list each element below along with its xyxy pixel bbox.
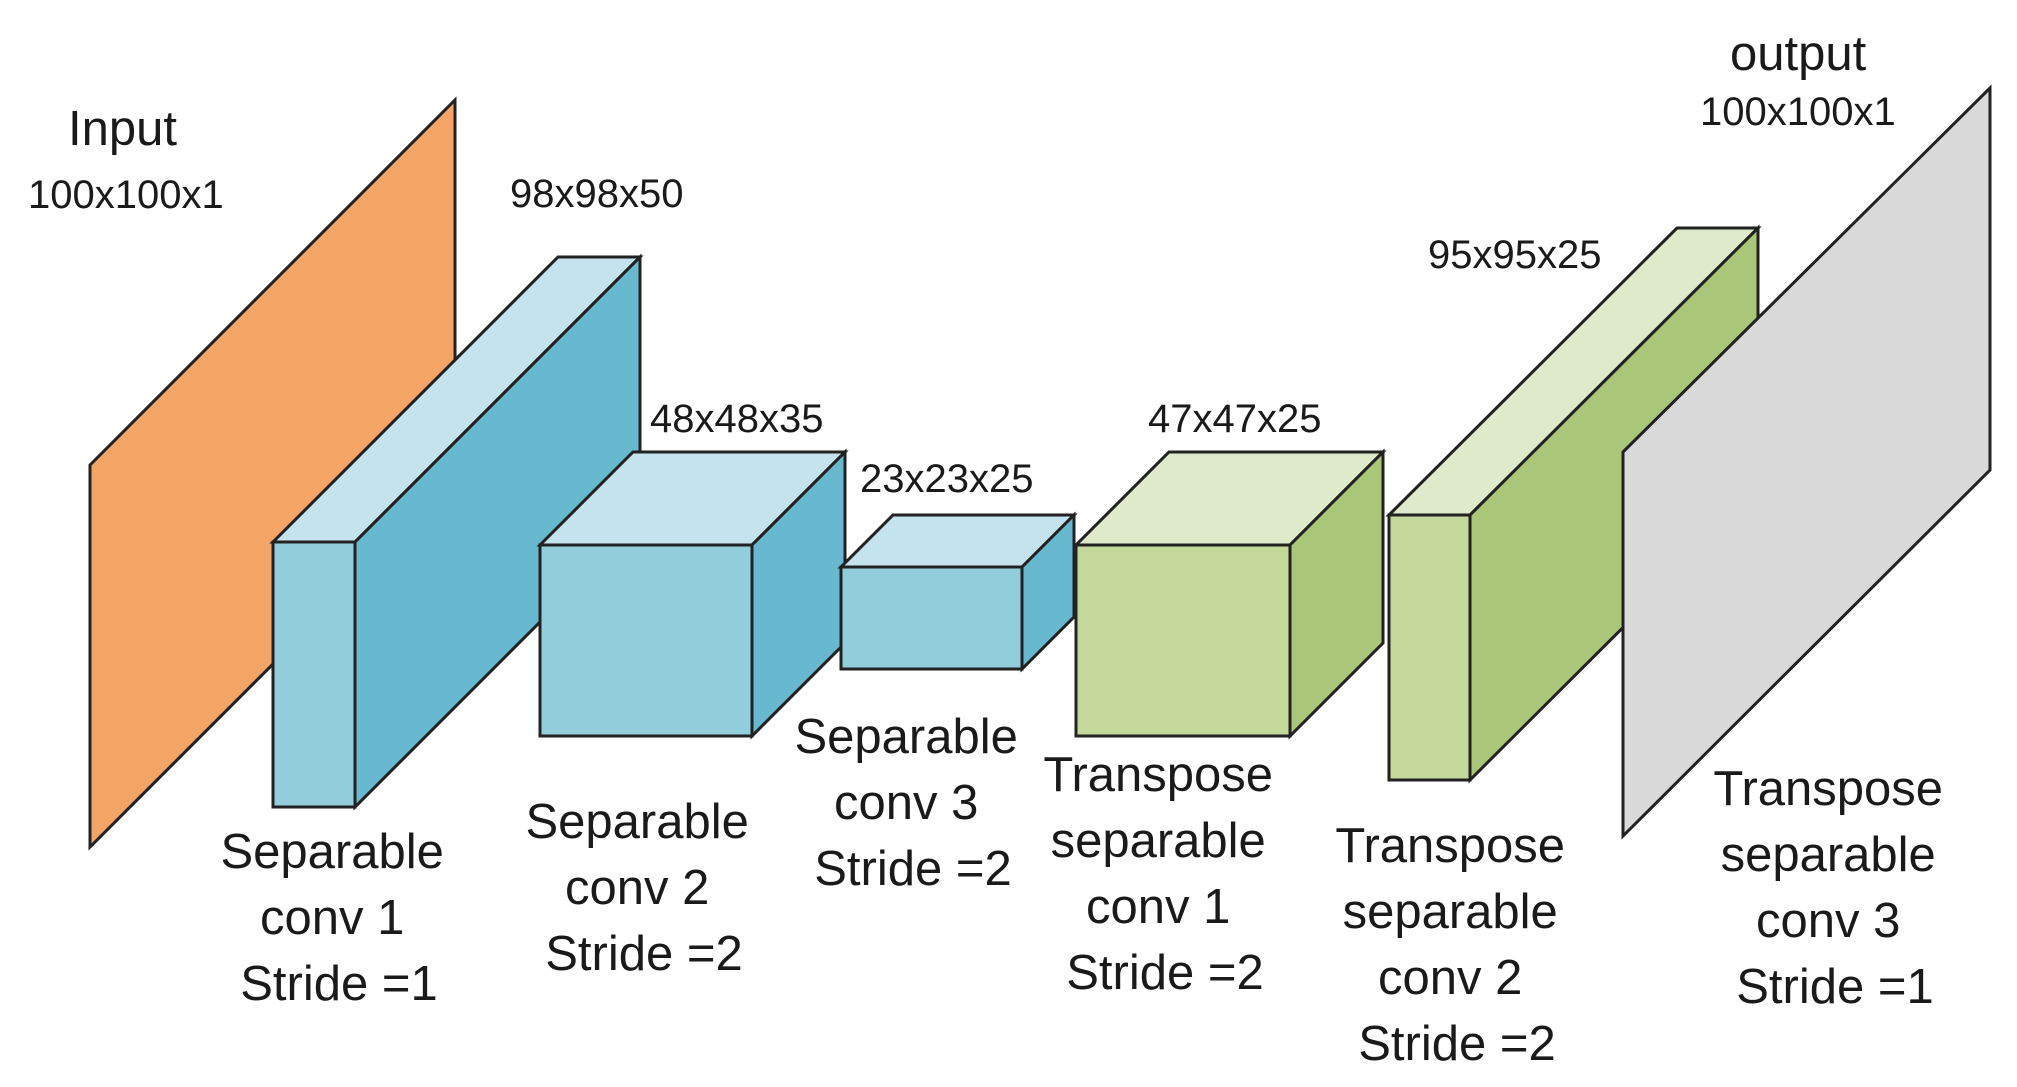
transpose-separable-conv-1-caption-line-3: conv 1 [1086,880,1230,934]
transpose-separable-conv-2-front [1387,513,1472,782]
separable-conv-3-caption-line-1: Separable [794,710,1017,764]
separable-conv-2-front [538,543,754,738]
output-plane [1621,84,1992,840]
output-caption-line-3: conv 3 [1756,894,1900,948]
separable-conv-3-front [839,565,1024,671]
separable-conv-2-caption: Separable conv 2 Stride =2 [525,795,762,981]
transpose-separable-conv-1-caption: Transpose separable conv 1 Stride =2 [1043,748,1286,1000]
separable-conv-2-block: 48x48x35 Separable conv 2 Stride =2 [525,397,849,981]
transpose-separable-conv-2-caption: Transpose separable conv 2 Stride =2 [1335,819,1578,1071]
separable-conv-1-block: 98x98x50 Separable conv 1 Stride =1 [220,172,683,1011]
separable-conv-3-dim-label: 23x23x25 [860,457,1033,501]
transpose-separable-conv-1-caption-line-1: Transpose [1043,748,1273,802]
separable-conv-1-dim-label: 98x98x50 [510,172,683,216]
transpose-separable-conv-2-block: 95x95x25 Transpose separable conv 2 Stri… [1335,224,1762,1071]
separable-conv-3-caption: Separable conv 3 Stride =2 [794,710,1031,896]
output-dim-label: 100x100x1 [1700,90,1896,134]
separable-conv-2-dim-label: 48x48x35 [650,397,823,441]
separable-conv-3-caption-line-2: conv 3 [834,776,978,830]
output-title: output [1730,27,1867,81]
transpose-separable-conv-1-front [1074,543,1292,738]
separable-conv-3-caption-line-3: Stride =2 [814,842,1011,896]
separable-conv-1-front [271,540,357,809]
transpose-separable-conv-2-caption-line-1: Transpose [1335,819,1565,873]
transpose-separable-conv-1-caption-line-4: Stride =2 [1066,946,1263,1000]
output-caption: Transpose separable conv 3 Stride =1 [1713,762,1956,1014]
transpose-separable-conv-1-caption-line-2: separable [1051,814,1266,868]
output-caption-line-2: separable [1721,828,1936,882]
separable-conv-2-caption-line-3: Stride =2 [545,927,742,981]
transpose-separable-conv-1-block: 47x47x25 Transpose separable conv 1 Stri… [1043,397,1387,1000]
input-dim-label: 100x100x1 [28,173,224,217]
output-caption-line-4: Stride =1 [1736,960,1933,1014]
separable-conv-1-caption-line-2: conv 1 [260,891,404,945]
transpose-separable-conv-2-dim-label: 95x95x25 [1428,233,1601,277]
separable-conv-1-caption-line-1: Separable [220,825,443,879]
separable-conv-2-caption-line-1: Separable [525,795,748,849]
output-layer: output 100x100x1 Transpose separable con… [1621,27,1992,1014]
separable-conv-1-caption: Separable conv 1 Stride =1 [220,825,457,1011]
separable-conv-1-caption-line-3: Stride =1 [240,957,437,1011]
output-caption-line-1: Transpose [1713,762,1943,816]
separable-conv-2-caption-line-2: conv 2 [565,861,709,915]
separable-conv-3-block: 23x23x25 Separable conv 3 Stride =2 [794,457,1078,896]
transpose-separable-conv-2-caption-line-3: conv 2 [1378,951,1522,1005]
transpose-separable-conv-2-caption-line-4: Stride =2 [1358,1017,1555,1071]
input-title: Input [68,102,177,156]
transpose-separable-conv-1-dim-label: 47x47x25 [1148,397,1321,441]
input-layer: Input 100x100x1 [28,96,457,851]
transpose-separable-conv-2-caption-line-2: separable [1343,885,1558,939]
